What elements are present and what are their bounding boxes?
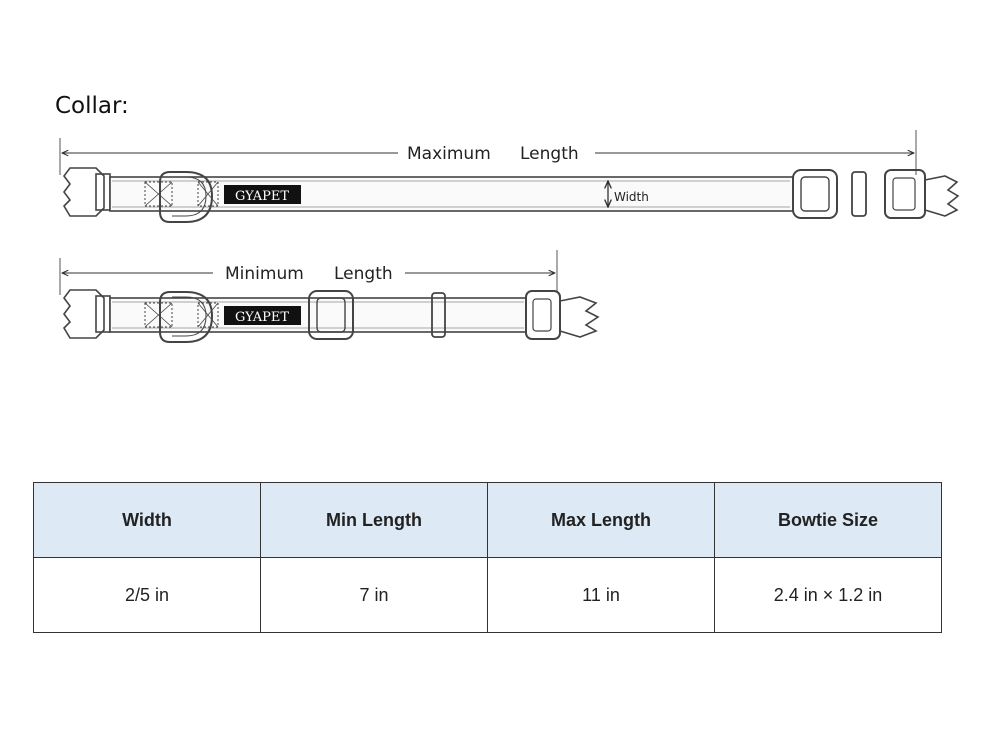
- max-collar: [62, 167, 960, 223]
- column-header-max-length: Max Length: [487, 482, 715, 558]
- min-strap: [109, 297, 527, 333]
- slider-buckle: [792, 169, 838, 219]
- keeper-loop: [431, 292, 446, 338]
- min-collar: [62, 289, 600, 343]
- column-header-width: Width: [33, 482, 261, 558]
- table-row: 2/5 in 7 in 11 in 2.4 in × 1.2 in: [33, 557, 942, 633]
- collar-diagram: Maximum Length GYAPET Width: [59, 130, 960, 343]
- min-length-label-length: Length: [334, 264, 393, 284]
- max-length-label-length: Length: [520, 144, 579, 164]
- max-length-dimension: Maximum Length: [59, 130, 917, 175]
- male-buckle-prongs: [559, 296, 600, 338]
- max-brand-tag: GYAPET: [224, 185, 301, 204]
- male-buckle-frame: [525, 290, 561, 340]
- min-length-label-minimum: Minimum: [225, 264, 304, 284]
- d-ring: [159, 291, 214, 343]
- brand-label: GYAPET: [235, 310, 289, 325]
- max-length-label-maximum: Maximum: [407, 144, 491, 164]
- min-length-dimension: Minimum Length: [59, 250, 558, 295]
- width-label: Width: [614, 190, 649, 204]
- female-buckle: [62, 167, 105, 217]
- page-title: Collar:: [55, 93, 129, 119]
- keeper-loop: [851, 171, 867, 217]
- male-buckle-frame: [884, 169, 926, 219]
- female-buckle: [62, 289, 105, 339]
- cell-width: 2/5 in: [33, 557, 261, 633]
- stitch-box: [144, 302, 173, 328]
- d-ring: [159, 171, 214, 223]
- width-dimension: Width: [608, 181, 649, 207]
- cell-max-length: 11 in: [487, 557, 715, 633]
- column-header-min-length: Min Length: [260, 482, 488, 558]
- size-table: Width Min Length Max Length Bowtie Size …: [33, 482, 942, 633]
- slider-buckle: [308, 290, 354, 340]
- table-header-row: Width Min Length Max Length Bowtie Size: [33, 482, 942, 558]
- column-header-bowtie-size: Bowtie Size: [714, 482, 942, 558]
- min-brand-tag: GYAPET: [224, 306, 301, 325]
- max-strap: [109, 176, 794, 212]
- brand-label: GYAPET: [235, 189, 289, 204]
- cell-min-length: 7 in: [260, 557, 488, 633]
- male-buckle-prongs: [924, 175, 960, 217]
- cell-bowtie-size: 2.4 in × 1.2 in: [714, 557, 942, 633]
- stitch-box: [144, 181, 173, 207]
